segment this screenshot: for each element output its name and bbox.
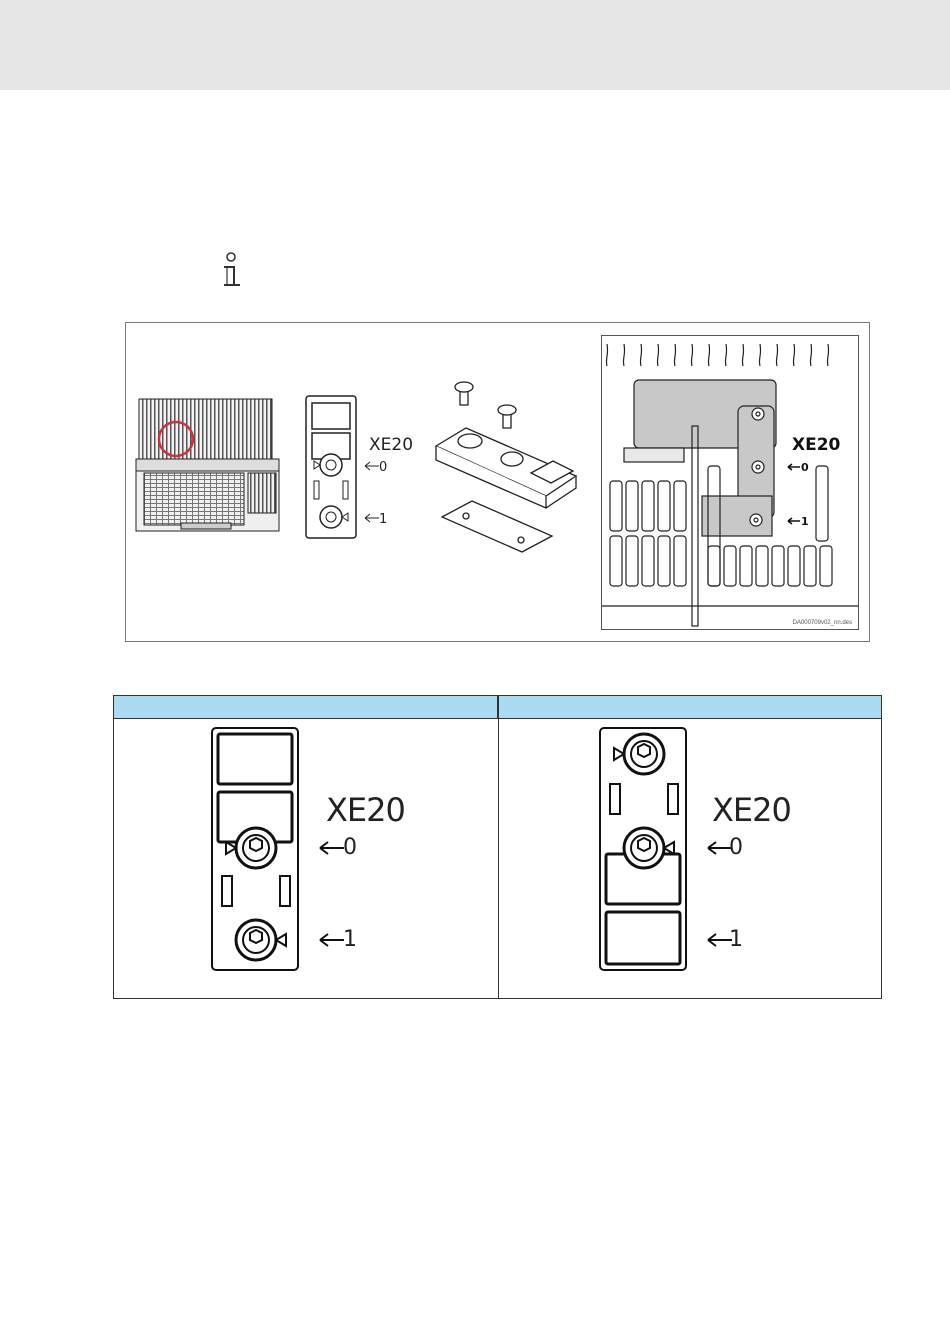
overview-pos0-label: 0 <box>379 460 387 475</box>
arrow-1-icon <box>365 514 379 522</box>
detail-xe20-label: XE20 <box>792 435 841 455</box>
left-pos0-label: 0 <box>343 835 357 860</box>
detail-arrow-1-icon <box>788 518 800 524</box>
table-header-left <box>114 696 498 719</box>
detail-view: XE20 0 1 DA000709v02_nn.des <box>601 335 859 630</box>
detail-pos0-label: 0 <box>801 461 809 474</box>
left-pos1-label: 1 <box>343 927 357 952</box>
overview-pos1-label: 1 <box>379 512 387 527</box>
detail-pos1-label: 1 <box>801 515 809 528</box>
installation-figure: XE20 0 1 <box>125 322 870 642</box>
page-header-band <box>0 0 950 90</box>
info-icon <box>218 251 248 291</box>
figure-id: DA000709v02_nn.des <box>793 620 852 626</box>
detail-arrow-0-icon <box>788 464 800 470</box>
position-1-drawing <box>598 720 798 976</box>
position-0-drawing <box>210 720 410 976</box>
right-pos0-label: 0 <box>729 835 743 860</box>
connector-plate-small <box>306 396 356 538</box>
arrow-0-icon <box>365 462 379 470</box>
switch-position-table: XE20 0 1 XE20 0 1 <box>113 695 882 999</box>
table-header-right <box>498 696 881 719</box>
exploded-bracket-drawing <box>436 382 576 552</box>
device-overview-drawing <box>136 399 279 531</box>
detail-drawing: XE20 0 1 <box>602 336 858 629</box>
right-pos1-label: 1 <box>729 927 743 952</box>
table-column-divider <box>498 696 499 998</box>
right-xe20-label: XE20 <box>712 791 791 829</box>
overview-xe20-label: XE20 <box>369 435 413 455</box>
left-xe20-label: XE20 <box>326 791 405 829</box>
